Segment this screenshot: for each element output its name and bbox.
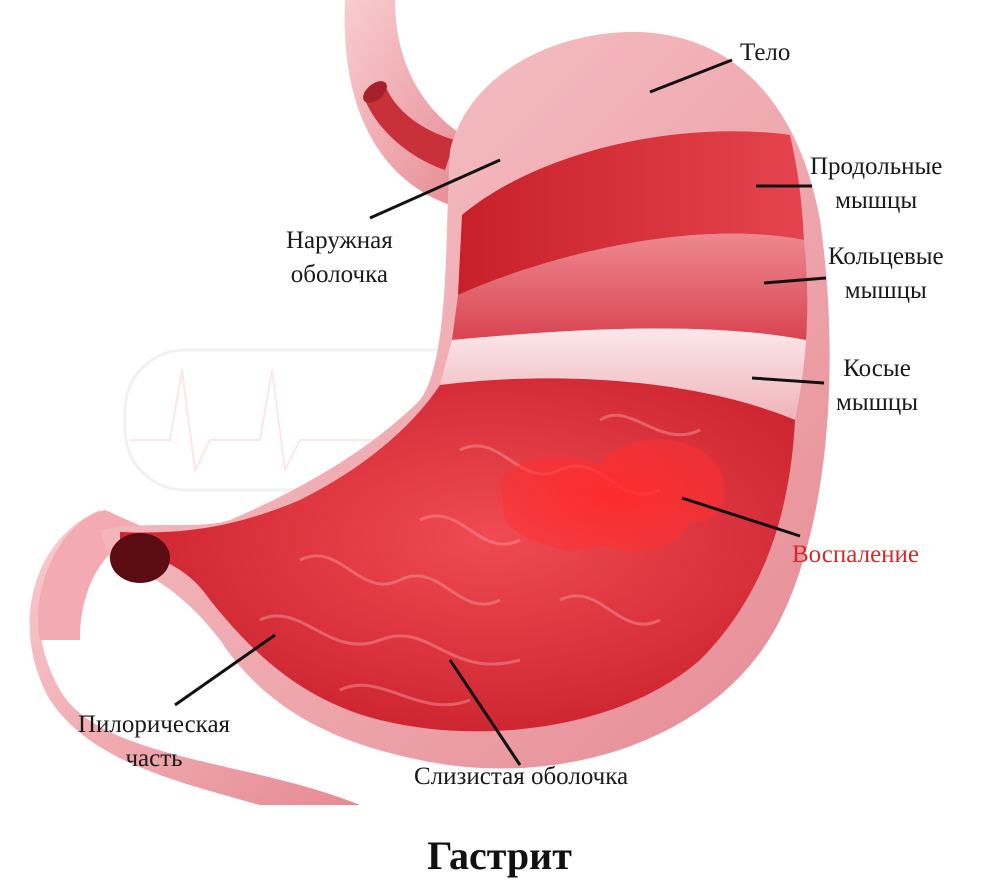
label-longitudinal-line2: мышцы [835, 187, 918, 214]
label-oblique-muscles: Косые мышцы [836, 352, 918, 420]
label-circular-line1: Кольцевые [828, 243, 944, 270]
leader-lines [174, 58, 827, 766]
label-pyloric-line1: Пилорическая [78, 711, 231, 738]
pylorus-opening [110, 533, 170, 583]
label-inflammation: Воспаление [792, 541, 920, 568]
label-longitudinal-line1: Продольные [810, 153, 943, 180]
label-longitudinal-muscles: Продольные мышцы [810, 150, 942, 218]
label-body: Тело [740, 39, 791, 66]
label-pyloric-part: Пилорическая часть [78, 708, 230, 776]
label-circular-line2: мышцы [844, 277, 927, 304]
label-outer-layer: Наружная оболочка [286, 224, 393, 292]
label-circular-muscles: Кольцевые мышцы [828, 240, 944, 308]
oblique-muscle-layer [440, 328, 806, 420]
inflammation-area [500, 439, 726, 552]
label-outer-layer-line2: оболочка [290, 261, 388, 288]
label-pyloric-line2: часть [125, 745, 183, 772]
label-outer-layer-line1: Наружная [286, 227, 393, 254]
duodenum [29, 510, 360, 805]
circular-muscle-layer [452, 233, 808, 340]
label-oblique-line2: мышцы [836, 389, 919, 416]
label-oblique-line1: Косые [843, 355, 911, 382]
label-mucosa: Слизистая оболочка [414, 763, 629, 790]
diagram-title: Гастрит [427, 833, 572, 878]
longitudinal-muscle-layer [458, 131, 804, 295]
